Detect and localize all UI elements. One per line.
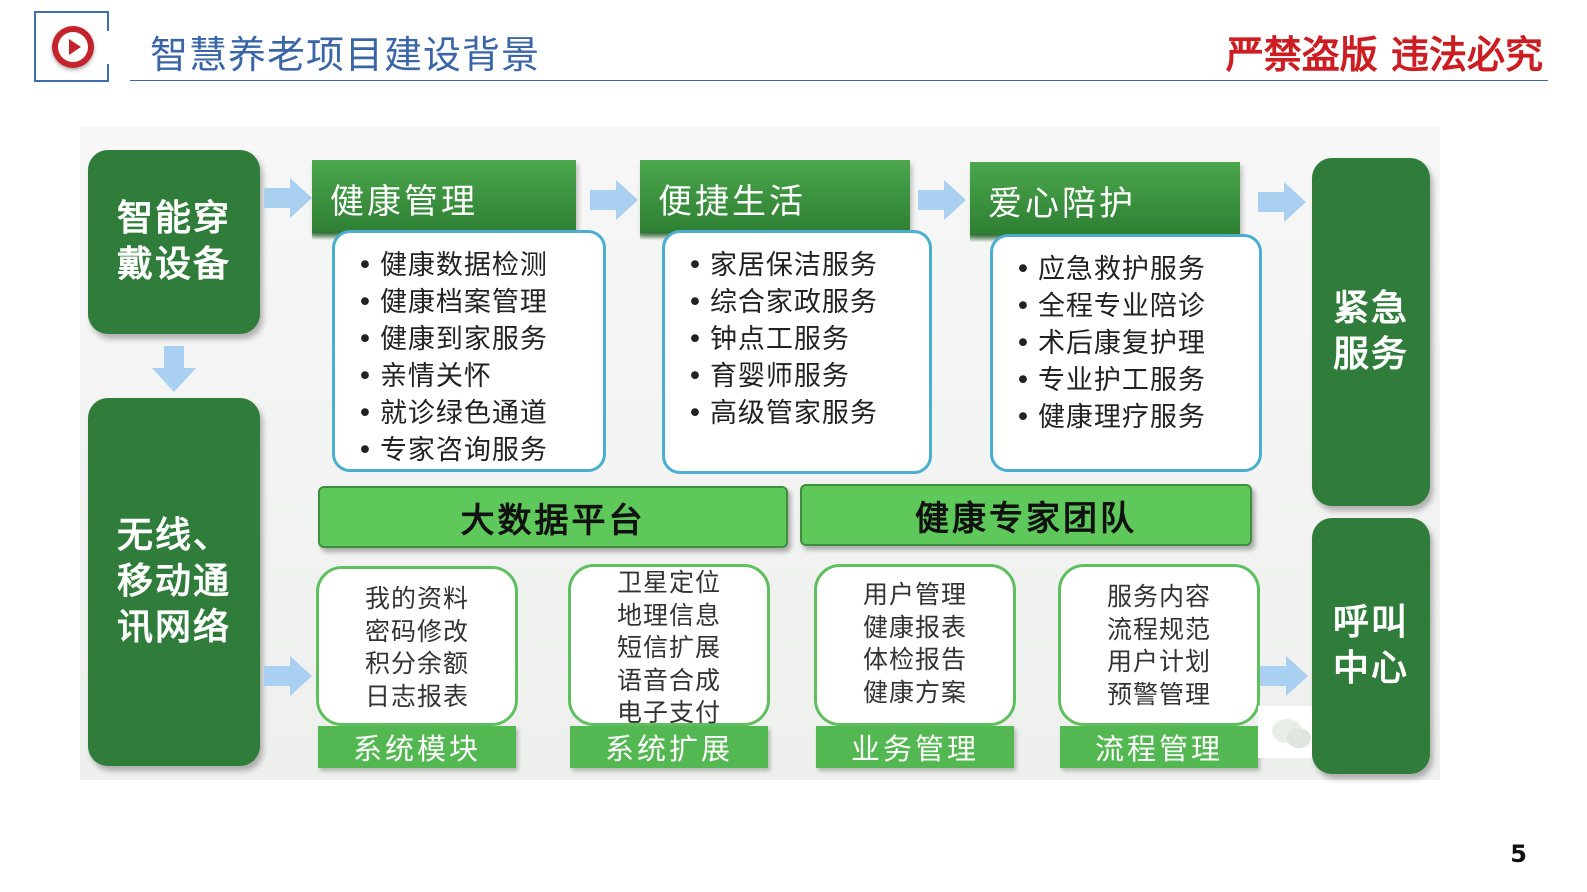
module-label-process-management: 流程管理: [1060, 726, 1258, 768]
list-item: 育婴师服务: [687, 358, 929, 395]
copyright-warning: 严禁盗版 违法必究: [1225, 33, 1543, 77]
wechat-watermark-icon: [1272, 719, 1311, 748]
module-box-system-modules: 我的资料 密码修改 积分余额 日志报表: [316, 566, 518, 726]
call-center-block: 呼叫 中心: [1312, 518, 1430, 774]
arrow-right-icon: [264, 656, 312, 696]
emergency-service-block: 紧急 服务: [1312, 158, 1430, 506]
section-title-convenient-living: 便捷生活: [640, 160, 910, 240]
module-item: 服务内容: [1106, 582, 1211, 611]
module-box-process-management: 服务内容 流程规范 用户计划 预警管理: [1058, 564, 1260, 726]
arrow-down-icon: [152, 346, 196, 392]
arrow-right-icon: [590, 180, 638, 220]
page-title: 智慧养老项目建设背景: [150, 33, 541, 77]
module-item: 健康方案: [862, 677, 967, 707]
architecture-diagram: 智能穿 戴设备 无线、 移动通 讯网络 健康管理 健康数据检测 健康档案管理 健…: [80, 126, 1440, 780]
module-item: 预警管理: [1106, 679, 1211, 709]
convenient-living-list: 家居保洁服务 综合家政服务 钟点工服务 育婴师服务 高级管家服务: [662, 230, 932, 474]
module-item: 我的资料: [364, 584, 469, 613]
arrow-right-icon: [264, 178, 312, 218]
big-data-platform-bar: 大数据平台: [318, 486, 788, 548]
page-number: 5: [1510, 840, 1527, 868]
list-item: 应急救护服务: [1015, 251, 1259, 288]
module-item: 流程规范: [1106, 614, 1211, 644]
module-item: 积分余额: [364, 649, 469, 678]
wireless-network-block: 无线、 移动通 讯网络: [88, 398, 260, 766]
section-title-care-companion: 爱心陪护: [970, 162, 1240, 242]
health-expert-team-bar: 健康专家团队: [800, 484, 1252, 546]
module-box-system-extensions: 卫星定位 地理信息 短信扩展 语音合成 电子支付: [568, 564, 770, 727]
module-label-system-extensions: 系统扩展: [570, 726, 768, 768]
list-item: 专家咨询服务: [357, 432, 603, 469]
module-item: 卫星定位: [616, 568, 721, 597]
wearable-devices-block: 智能穿 戴设备: [88, 150, 260, 334]
module-item: 地理信息: [616, 600, 721, 630]
list-item: 术后康复护理: [1015, 325, 1259, 362]
module-item: 健康报表: [862, 612, 967, 642]
arrow-right-icon: [1258, 182, 1306, 222]
module-item: 用户计划: [1106, 647, 1211, 676]
module-item: 密码修改: [364, 616, 469, 646]
header-divider: [130, 80, 1548, 81]
module-item: 体检报告: [862, 645, 967, 674]
list-item: 就诊绿色通道: [357, 395, 603, 432]
list-item: 健康理疗服务: [1015, 399, 1259, 436]
arrow-right-icon: [1260, 656, 1308, 696]
module-item: 短信扩展: [616, 633, 721, 662]
module-item: 语音合成: [616, 665, 721, 695]
module-item: 用户管理: [862, 580, 967, 609]
list-item: 钟点工服务: [687, 321, 929, 358]
section-title-health-management: 健康管理: [312, 160, 576, 240]
list-item: 健康到家服务: [357, 321, 603, 358]
module-item: 日志报表: [364, 681, 469, 711]
list-item: 综合家政服务: [687, 284, 929, 321]
play-icon: [52, 26, 94, 68]
module-box-business-management: 用户管理 健康报表 体检报告 健康方案: [814, 564, 1016, 726]
module-label-business-management: 业务管理: [816, 726, 1014, 768]
module-item: 电子支付: [616, 698, 721, 727]
list-item: 亲情关怀: [357, 358, 603, 395]
list-item: 家居保洁服务: [687, 247, 929, 284]
health-management-list: 健康数据检测 健康档案管理 健康到家服务 亲情关怀 就诊绿色通道 专家咨询服务: [332, 230, 606, 472]
list-item: 专业护工服务: [1015, 362, 1259, 399]
module-label-system-modules: 系统模块: [318, 726, 516, 768]
list-item: 高级管家服务: [687, 395, 929, 432]
list-item: 健康数据检测: [357, 247, 603, 284]
logo-frame: [34, 11, 109, 82]
list-item: 健康档案管理: [357, 284, 603, 321]
arrow-right-icon: [918, 180, 966, 220]
list-item: 全程专业陪诊: [1015, 288, 1259, 325]
care-companion-list: 应急救护服务 全程专业陪诊 术后康复护理 专业护工服务 健康理疗服务: [990, 234, 1262, 472]
